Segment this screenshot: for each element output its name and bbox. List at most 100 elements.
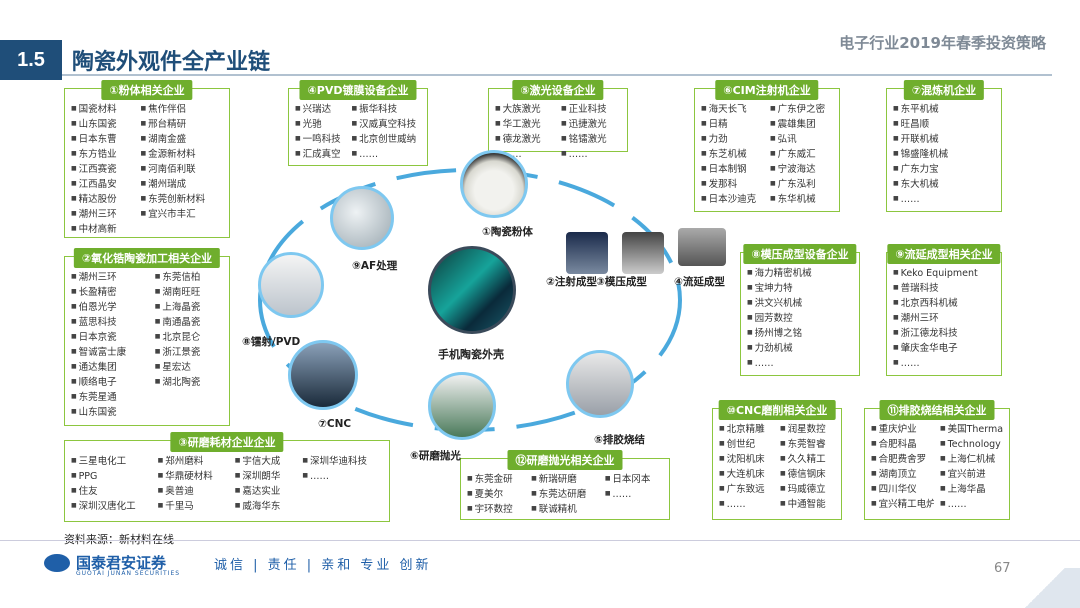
company-item: 力劲机械 bbox=[747, 340, 853, 355]
company-item: PPG bbox=[71, 468, 152, 483]
zirconia-processing-box: ②氧化锆陶瓷加工相关企业潮州三环长盈精密伯恩光学蓝思科技日本京瓷智诚富士康通达集… bbox=[64, 248, 230, 426]
box-company-list: Keko Equipment普瑞科技北京西科机械潮州三环浙江德龙科技肇庆金华电子… bbox=[893, 265, 995, 371]
company-item: 扬州博之铭 bbox=[747, 325, 853, 340]
step-label: ③模压成型 bbox=[596, 276, 647, 288]
company-item: 通达集团 bbox=[71, 359, 149, 374]
company-item: 润星数控 bbox=[780, 421, 835, 436]
company-item: 深圳华迪科技 bbox=[302, 453, 383, 468]
company-item: 铭镭激光 bbox=[561, 131, 621, 146]
title-divider bbox=[62, 74, 1052, 76]
company-item: 中材高新 bbox=[71, 221, 135, 236]
tape-casting-image bbox=[678, 228, 726, 266]
step-label: ⑥研磨抛光 bbox=[410, 450, 461, 462]
logo-icon bbox=[44, 553, 70, 572]
company-item: 北京创世威纳 bbox=[352, 131, 422, 146]
company-item: 日本京瓷 bbox=[71, 329, 149, 344]
company-item: 河南佰利联 bbox=[141, 161, 224, 176]
company-item: 新瑞研磨 bbox=[531, 471, 599, 486]
company-item: 湖北陶瓷 bbox=[155, 374, 223, 389]
box-title: ⑩CNC磨削相关企业 bbox=[718, 400, 836, 420]
company-item: 华鼎硬材料 bbox=[158, 468, 229, 483]
company-item: 中通智能 bbox=[780, 496, 835, 511]
box-title: ⑫研磨抛光相关企业 bbox=[507, 450, 623, 470]
source-note: 资料来源：新材料在线 bbox=[64, 533, 174, 546]
company-item: 潮州三环 bbox=[71, 269, 149, 284]
company-item: 夏美尔 bbox=[467, 486, 525, 501]
company-item: 锦盛隆机械 bbox=[893, 146, 995, 161]
box-company-list: 国瓷材料山东国瓷日本东曹东方锆业江西赛瓷江西晶安精达股份潮州三环中材高新焦作伴侣… bbox=[71, 101, 224, 236]
company-item: 广东威汇 bbox=[770, 146, 833, 161]
company-item: 长盈精密 bbox=[71, 284, 149, 299]
company-item: 振华科技 bbox=[352, 101, 422, 116]
company-item: 宝坤力特 bbox=[747, 280, 853, 295]
company-item: 顺络电子 bbox=[71, 374, 149, 389]
company-item: 日本东曹 bbox=[71, 131, 135, 146]
company-item: 伯恩光学 bbox=[71, 299, 149, 314]
company-item: …… bbox=[747, 355, 853, 370]
company-item: 震雄集团 bbox=[770, 116, 833, 131]
company-item: 大连机床 bbox=[719, 466, 774, 481]
box-company-list: 北京精雕创世纪沈阳机床大连机床广东致远……润星数控东莞智睿久久精工德信钢床玛威德… bbox=[719, 421, 835, 515]
company-item: 东方锆业 bbox=[71, 146, 135, 161]
company-item: 广东伊之密 bbox=[770, 101, 833, 116]
af-treatment-image bbox=[330, 186, 394, 250]
company-item: 合肥科晶 bbox=[871, 436, 934, 451]
press-molding-image bbox=[622, 232, 664, 274]
company-item: 东莞创新材料 bbox=[141, 191, 224, 206]
company-item: 北京精雕 bbox=[719, 421, 774, 436]
box-company-list: 重庆炉业合肥科晶合肥费舍罗湖南顶立四川华仪宜兴精工电炉美国ThermalTech… bbox=[871, 421, 1003, 515]
company-item: 潮州瑞成 bbox=[141, 176, 224, 191]
company-item: 湖南金盛 bbox=[141, 131, 224, 146]
box-company-list: 东莞金研夏美尔宇环数控新瑞研磨东莞达研磨联诚精机日本冈本…… bbox=[467, 471, 663, 515]
company-item: …… bbox=[719, 496, 774, 511]
company-item: 嘉达实业 bbox=[235, 483, 297, 498]
box-title: ①粉体相关企业 bbox=[101, 80, 193, 100]
company-item: 东芝机械 bbox=[701, 146, 764, 161]
company-item: …… bbox=[893, 191, 995, 206]
box-title: ⑪排胶烧结相关企业 bbox=[879, 400, 995, 420]
company-item: 久久精工 bbox=[780, 451, 835, 466]
company-item: …… bbox=[893, 355, 995, 370]
company-item: 德信钢床 bbox=[780, 466, 835, 481]
company-item: 东平机械 bbox=[893, 101, 995, 116]
grinding-polishing-image bbox=[428, 372, 496, 440]
company-item: 邢台精研 bbox=[141, 116, 224, 131]
company-item: Keko Equipment bbox=[893, 265, 995, 280]
box-title: ⑤激光设备企业 bbox=[512, 80, 604, 100]
company-item: 浙江德龙科技 bbox=[893, 325, 995, 340]
company-item: 国瓷材料 bbox=[71, 101, 135, 116]
company-item: 山东国瓷 bbox=[71, 116, 135, 131]
company-item: …… bbox=[605, 486, 663, 501]
box-company-list: 东平机械旺昌顺开联机械锦盛隆机械广东力宝东大机械…… bbox=[893, 101, 995, 207]
box-company-list: 三星电化工PPG住友深圳汉唐化工郑州磨料华鼎硬材料奥普迪千里马宇信大成深圳朗华嘉… bbox=[71, 453, 383, 517]
laser-pvd-image bbox=[258, 252, 324, 318]
company-item: 园芳数控 bbox=[747, 310, 853, 325]
company-item: 住友 bbox=[71, 483, 152, 498]
company-item: 智诚富士康 bbox=[71, 344, 149, 359]
company-item: 日本制钢 bbox=[701, 161, 764, 176]
company-item: 东莞金研 bbox=[467, 471, 525, 486]
company-item: 东莞星通 bbox=[71, 389, 149, 404]
company-item: 发那科 bbox=[701, 176, 764, 191]
company-item: 蓝思科技 bbox=[71, 314, 149, 329]
company-item: 合肥费舍罗 bbox=[871, 451, 934, 466]
company-item: 美国Thermal bbox=[940, 421, 1003, 436]
step-label: ⑦CNC bbox=[318, 418, 352, 430]
box-title: ⑥CIM注射机企业 bbox=[715, 80, 819, 100]
company-item: …… bbox=[940, 496, 1003, 511]
corner-decoration bbox=[1010, 568, 1080, 608]
company-item: 日本沙迪克 bbox=[701, 191, 764, 206]
box-company-list: 海天长飞日精力劲东芝机械日本制钢发那科日本沙迪克广东伊之密震雄集团弘讯广东威汇宁… bbox=[701, 101, 833, 207]
company-item: 郑州磨料 bbox=[158, 453, 229, 468]
step-label: ①陶瓷粉体 bbox=[482, 226, 533, 238]
footer-divider bbox=[0, 540, 1080, 541]
ceramic-powder-image bbox=[460, 150, 528, 218]
box-company-list: 大族激光华工激光德龙激光……正业科技迅捷激光铭镭激光…… bbox=[495, 101, 621, 160]
company-item: 宇环数控 bbox=[467, 501, 525, 516]
company-item: 东大机械 bbox=[893, 176, 995, 191]
laser-equipment-box: ⑤激光设备企业大族激光华工激光德龙激光……正业科技迅捷激光铭镭激光…… bbox=[488, 80, 628, 160]
company-item: 东华机械 bbox=[770, 191, 833, 206]
company-item: 山东国瓷 bbox=[71, 404, 149, 419]
company-item: 兴瑞达 bbox=[295, 101, 346, 116]
company-item: 四川华仪 bbox=[871, 481, 934, 496]
